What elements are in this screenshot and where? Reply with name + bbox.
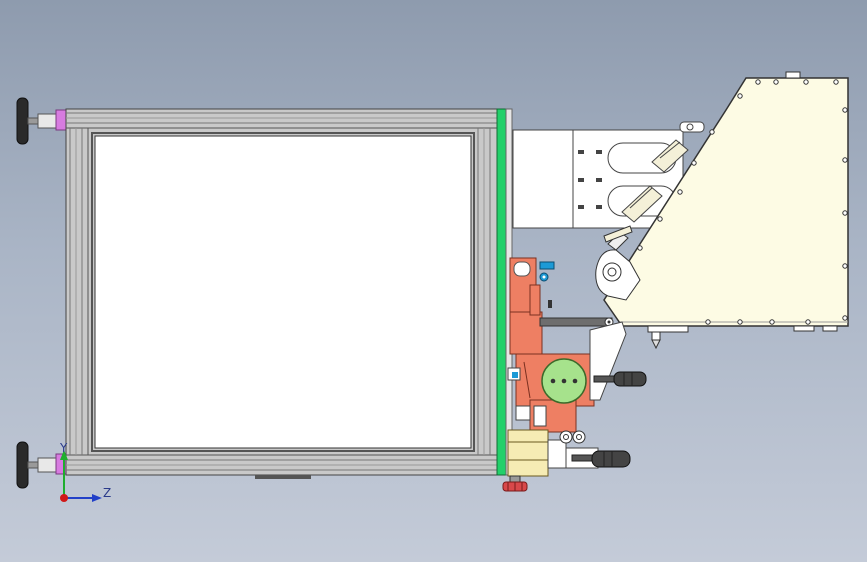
leveling-foot-bottom <box>16 441 67 489</box>
nozzle-tip <box>651 331 661 350</box>
red-knob[interactable] <box>502 475 528 492</box>
leveling-foot-top <box>16 97 67 145</box>
small-block-insert <box>512 372 518 378</box>
mounting-plate <box>512 129 684 229</box>
y-axis-label: Y <box>59 441 68 455</box>
white-panel[interactable] <box>94 135 472 449</box>
coordinate-triad: Y Z <box>59 441 111 502</box>
small-pin <box>548 300 552 308</box>
z-axis-label: Z <box>103 486 111 500</box>
cover-top-tab <box>785 71 801 79</box>
swing-arm <box>595 225 641 301</box>
yellow-block <box>507 405 599 477</box>
cover-bottom-tab-1 <box>647 325 689 333</box>
handle-upper[interactable] <box>593 371 647 387</box>
air-connector <box>539 261 555 282</box>
cover-bottom-tab-2 <box>793 325 815 332</box>
hinge-top <box>679 121 705 133</box>
cover-screws <box>609 79 848 325</box>
handle-lower[interactable] <box>571 450 631 468</box>
bottom-tab <box>255 475 311 479</box>
green-rail <box>496 108 507 476</box>
x-axis-dot <box>60 494 68 502</box>
cover-bottom-tab-3 <box>822 325 838 332</box>
salmon-block <box>509 257 595 433</box>
slot-cylinders <box>621 139 689 223</box>
